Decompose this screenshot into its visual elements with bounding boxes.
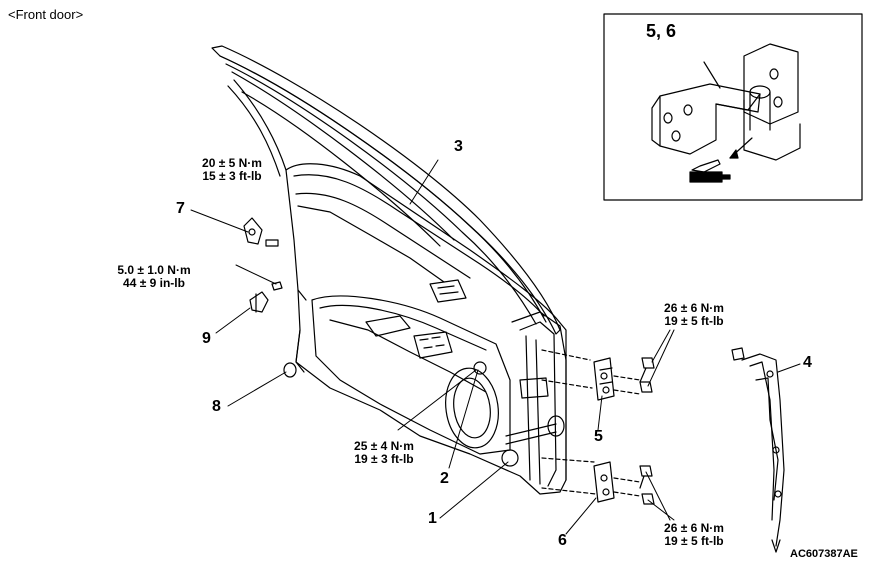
figure-code: AC607387AE: [790, 548, 858, 560]
callout-3: 3: [454, 138, 463, 155]
torque-2: 25 ± 4 N·m 19 ± 3 ft-lb: [342, 440, 426, 466]
torque-7-imperial: 15 ± 3 ft-lb: [202, 169, 262, 183]
hinge-bolts: [265, 239, 655, 505]
torque-7-metric: 20 ± 5 N·m: [202, 156, 262, 170]
torque-9-metric: 5.0 ± 1.0 N·m: [117, 263, 191, 277]
callout-2: 2: [440, 470, 449, 487]
door-frame: [211, 45, 561, 335]
callout-1: 1: [428, 510, 437, 527]
callout-8: 8: [212, 398, 221, 415]
torque-6-metric: 26 ± 6 N·m: [664, 521, 724, 535]
torque-7: 20 ± 5 N·m 15 ± 3 ft-lb: [190, 157, 274, 183]
leader-lines: [190, 159, 801, 535]
torque-9: 5.0 ± 1.0 N·m 44 ± 9 in-lb: [104, 264, 204, 290]
door-body: [285, 163, 597, 495]
hinge-inset: [603, 13, 863, 201]
door-weatherstrip: [731, 347, 785, 553]
torque-5-imperial: 19 ± 5 ft-lb: [664, 314, 724, 328]
callout-5: 5: [594, 428, 603, 445]
callout-9: 9: [202, 330, 211, 347]
door-bumper: [283, 362, 297, 378]
upper-hinge: [593, 357, 615, 401]
callout-6: 6: [558, 532, 567, 549]
inset-label: 5, 6: [646, 21, 677, 41]
torque-6-imperial: 19 ± 5 ft-lb: [664, 534, 724, 548]
diagram-title: <Front door>: [8, 7, 84, 22]
lower-hinge: [593, 461, 615, 503]
door-striker: [243, 217, 263, 245]
callout-7: 7: [176, 200, 185, 217]
torque-2-metric: 25 ± 4 N·m: [354, 439, 414, 453]
door-clip: [249, 291, 269, 313]
torque-9-imperial: 44 ± 9 in-lb: [123, 276, 185, 290]
callout-4: 4: [803, 354, 812, 371]
torque-6: 26 ± 6 N·m 19 ± 5 ft-lb: [652, 522, 736, 548]
torque-5: 26 ± 6 N·m 19 ± 5 ft-lb: [652, 302, 736, 328]
grease-icon: [689, 159, 731, 183]
torque-2-imperial: 19 ± 3 ft-lb: [354, 452, 414, 466]
torque-5-metric: 26 ± 6 N·m: [664, 301, 724, 315]
